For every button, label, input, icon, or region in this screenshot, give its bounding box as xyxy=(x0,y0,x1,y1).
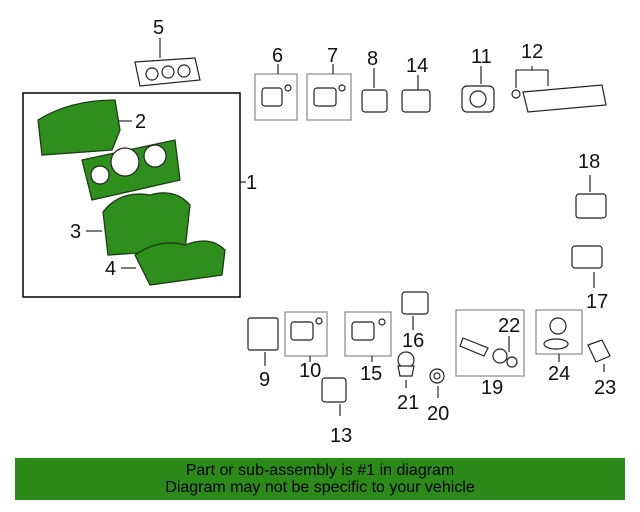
part-13-switch[interactable] xyxy=(321,377,347,416)
callout-1: 1 xyxy=(246,172,257,194)
part-12-switch-panel[interactable] xyxy=(511,66,607,113)
callout-7: 7 xyxy=(327,45,338,67)
callout-6: 6 xyxy=(272,45,283,67)
callout-17: 17 xyxy=(586,291,608,313)
part-2-cluster-hood[interactable] xyxy=(37,99,132,156)
callout-12: 12 xyxy=(521,41,543,63)
callout-22: 22 xyxy=(498,315,520,337)
callout-14: 14 xyxy=(406,55,428,77)
part-1-instrument-cluster[interactable] xyxy=(81,139,181,201)
callout-11: 11 xyxy=(471,46,492,68)
callout-20: 20 xyxy=(427,403,449,425)
part-11-knob-switch[interactable] xyxy=(461,66,495,113)
part-16-switch[interactable] xyxy=(401,291,429,330)
callout-23: 23 xyxy=(594,377,616,399)
callout-3: 3 xyxy=(70,221,81,243)
callout-9: 9 xyxy=(259,369,270,391)
callout-15: 15 xyxy=(360,363,382,385)
callout-24: 24 xyxy=(548,363,570,385)
callout-4: 4 xyxy=(105,258,116,280)
part-8-switch[interactable] xyxy=(361,68,388,113)
part-9-switch[interactable] xyxy=(247,317,279,366)
part-5-climate-control[interactable] xyxy=(134,38,201,87)
part-7-switch[interactable] xyxy=(306,64,352,121)
part-23-outlet[interactable] xyxy=(587,339,611,372)
callout-2: 2 xyxy=(135,111,146,133)
callout-13: 13 xyxy=(330,425,352,447)
part-21-socket[interactable] xyxy=(397,351,415,388)
info-banner: Part or sub-assembly is #1 in diagram Di… xyxy=(15,458,625,500)
callout-19: 19 xyxy=(481,377,503,399)
banner-line-1: Part or sub-assembly is #1 in diagram xyxy=(185,462,455,479)
assembly-1-frame xyxy=(22,92,241,298)
parts-diagram: 5 2 1 3 4 6 7 8 xyxy=(22,17,616,447)
part-17-switch[interactable] xyxy=(571,245,603,288)
callout-18: 18 xyxy=(578,151,600,173)
part-20-ring[interactable] xyxy=(429,368,445,398)
part-19-power-outlet-kit[interactable] xyxy=(455,309,525,377)
part-24-outlet-kit[interactable] xyxy=(535,309,583,362)
part-3-cluster-lens[interactable] xyxy=(86,192,191,256)
part-14-switch[interactable] xyxy=(401,75,431,113)
callout-5: 5 xyxy=(153,17,164,39)
callout-8: 8 xyxy=(367,48,378,70)
banner-line-2: Diagram may not be specific to your vehi… xyxy=(165,479,475,496)
part-15-switch[interactable] xyxy=(344,311,392,362)
callout-21: 21 xyxy=(397,392,419,414)
part-18-switch[interactable] xyxy=(575,175,607,219)
callout-10: 10 xyxy=(299,360,321,382)
part-4-cluster-mask[interactable] xyxy=(121,240,226,286)
part-10-switch[interactable] xyxy=(284,311,328,362)
callout-16: 16 xyxy=(402,330,424,352)
part-6-switch[interactable] xyxy=(254,64,298,121)
